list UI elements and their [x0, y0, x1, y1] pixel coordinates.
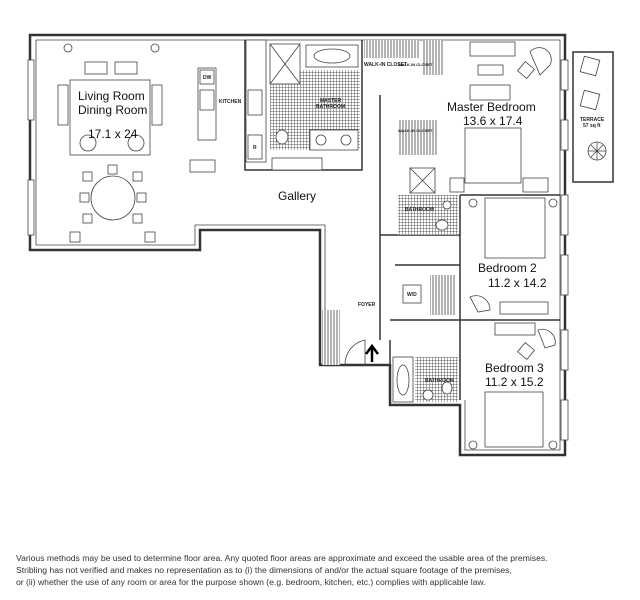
bathroom-2-label: BATHROOM [425, 378, 454, 384]
master-bathroom-label: MASTER [320, 98, 342, 104]
master-bedroom-label: Master Bedroom [447, 100, 536, 114]
foyer-label: FOYER [358, 302, 376, 308]
living-room-label: Living Room [78, 89, 145, 103]
floor-plan: Living Room Dining Room 17.1 x 24 KITCHE… [27, 33, 614, 457]
dining-room-label: Dining Room [78, 103, 147, 117]
disclaimer-line: Stribling has not verified and makes no … [16, 565, 512, 575]
dishwasher-label: DW [203, 75, 212, 81]
terrace-label: TERRACE [580, 117, 605, 123]
terrace-area: 57 sq ft [583, 123, 601, 129]
bedroom-3-dims: 11.2 x 15.2 [485, 375, 544, 389]
bedroom-3-label: Bedroom 3 [485, 361, 544, 375]
gallery-label: Gallery [278, 189, 316, 203]
bedroom-2-label: Bedroom 2 [478, 261, 537, 275]
entrance-arrow-icon [365, 343, 379, 362]
walkin-closet-label: WALK-IN CLOSET [364, 62, 407, 68]
disclaimer-line: or (ii) whether the use of any room or a… [16, 577, 486, 587]
living-room-dims: 17.1 x 24 [88, 127, 138, 141]
fridge-label: R [253, 145, 257, 151]
disclaimer: Various methods may be used to determine… [16, 552, 631, 588]
master-bathroom-label-2: BATHROOM [316, 104, 345, 110]
master-bedroom-dims: 13.6 x 17.4 [463, 114, 523, 128]
disclaimer-line: Various methods may be used to determine… [16, 553, 548, 563]
bedroom-2-dims: 11.2 x 14.2 [488, 276, 547, 290]
washer-dryer-label: W/D [407, 292, 417, 298]
walkin-closet-label: WALK-IN CLOSET [398, 62, 433, 67]
kitchen-label: KITCHEN [219, 99, 242, 105]
bathroom-label: BATHROOM [405, 207, 434, 213]
terrace [572, 51, 614, 183]
walkin-closet-label: WALK-IN CLOSET [398, 128, 433, 133]
